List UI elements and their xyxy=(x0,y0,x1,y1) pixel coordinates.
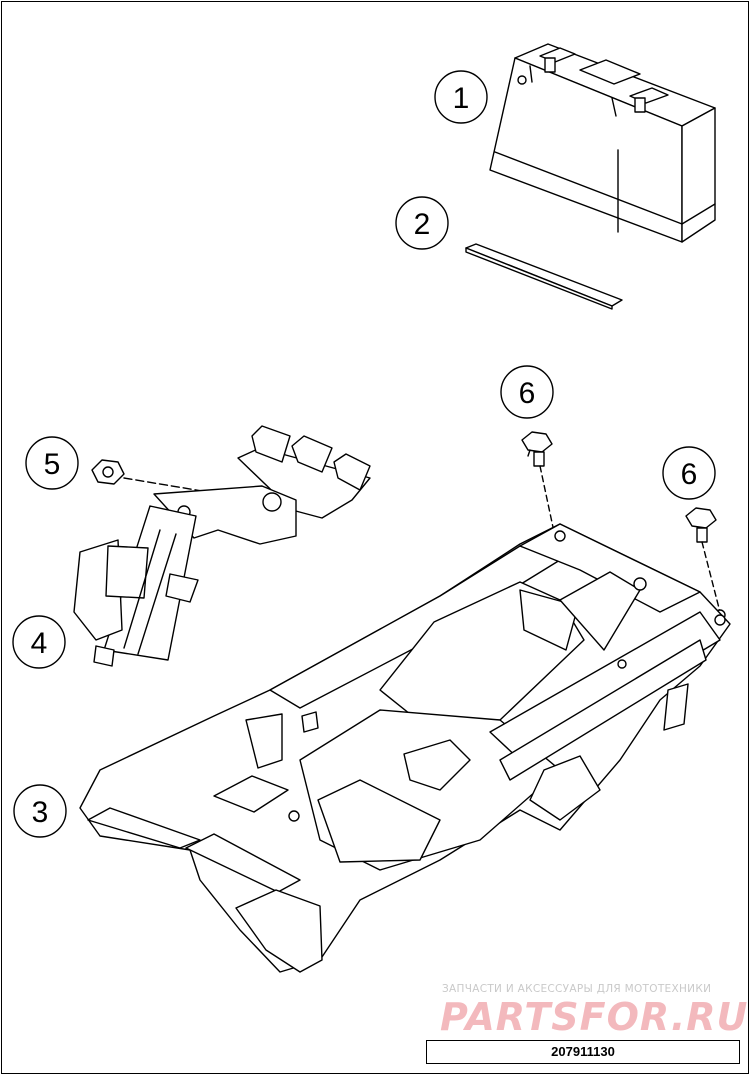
svg-text:2: 2 xyxy=(414,208,431,241)
callout-3: 3 xyxy=(13,784,67,838)
callout-6a: 6 xyxy=(500,365,554,419)
callout-6b: 6 xyxy=(662,446,716,500)
relay-holder-icon xyxy=(73,425,371,667)
battery-tray-icon xyxy=(79,523,731,973)
collar-screw-icon xyxy=(521,431,560,540)
callout-4: 4 xyxy=(12,615,66,669)
watermark-brand: PARTSFOR.RU xyxy=(440,995,749,1039)
battery-icon xyxy=(489,43,716,243)
watermark-tagline: ЗАПЧАСТИ И АКСЕССУАРЫ ДЛЯ МОТОТЕХНИКИ xyxy=(442,983,712,995)
svg-text:4: 4 xyxy=(31,627,48,660)
callout-2: 2 xyxy=(395,196,449,250)
svg-text:5: 5 xyxy=(44,448,61,481)
svg-text:6: 6 xyxy=(519,377,536,410)
callout-5: 5 xyxy=(25,436,79,490)
drawing-number-box: 207911130 xyxy=(426,1040,740,1064)
svg-text:3: 3 xyxy=(32,796,49,829)
battery-pad-icon xyxy=(465,243,623,310)
callout-1: 1 xyxy=(434,70,488,124)
svg-text:1: 1 xyxy=(453,82,470,115)
svg-text:6: 6 xyxy=(681,458,698,491)
